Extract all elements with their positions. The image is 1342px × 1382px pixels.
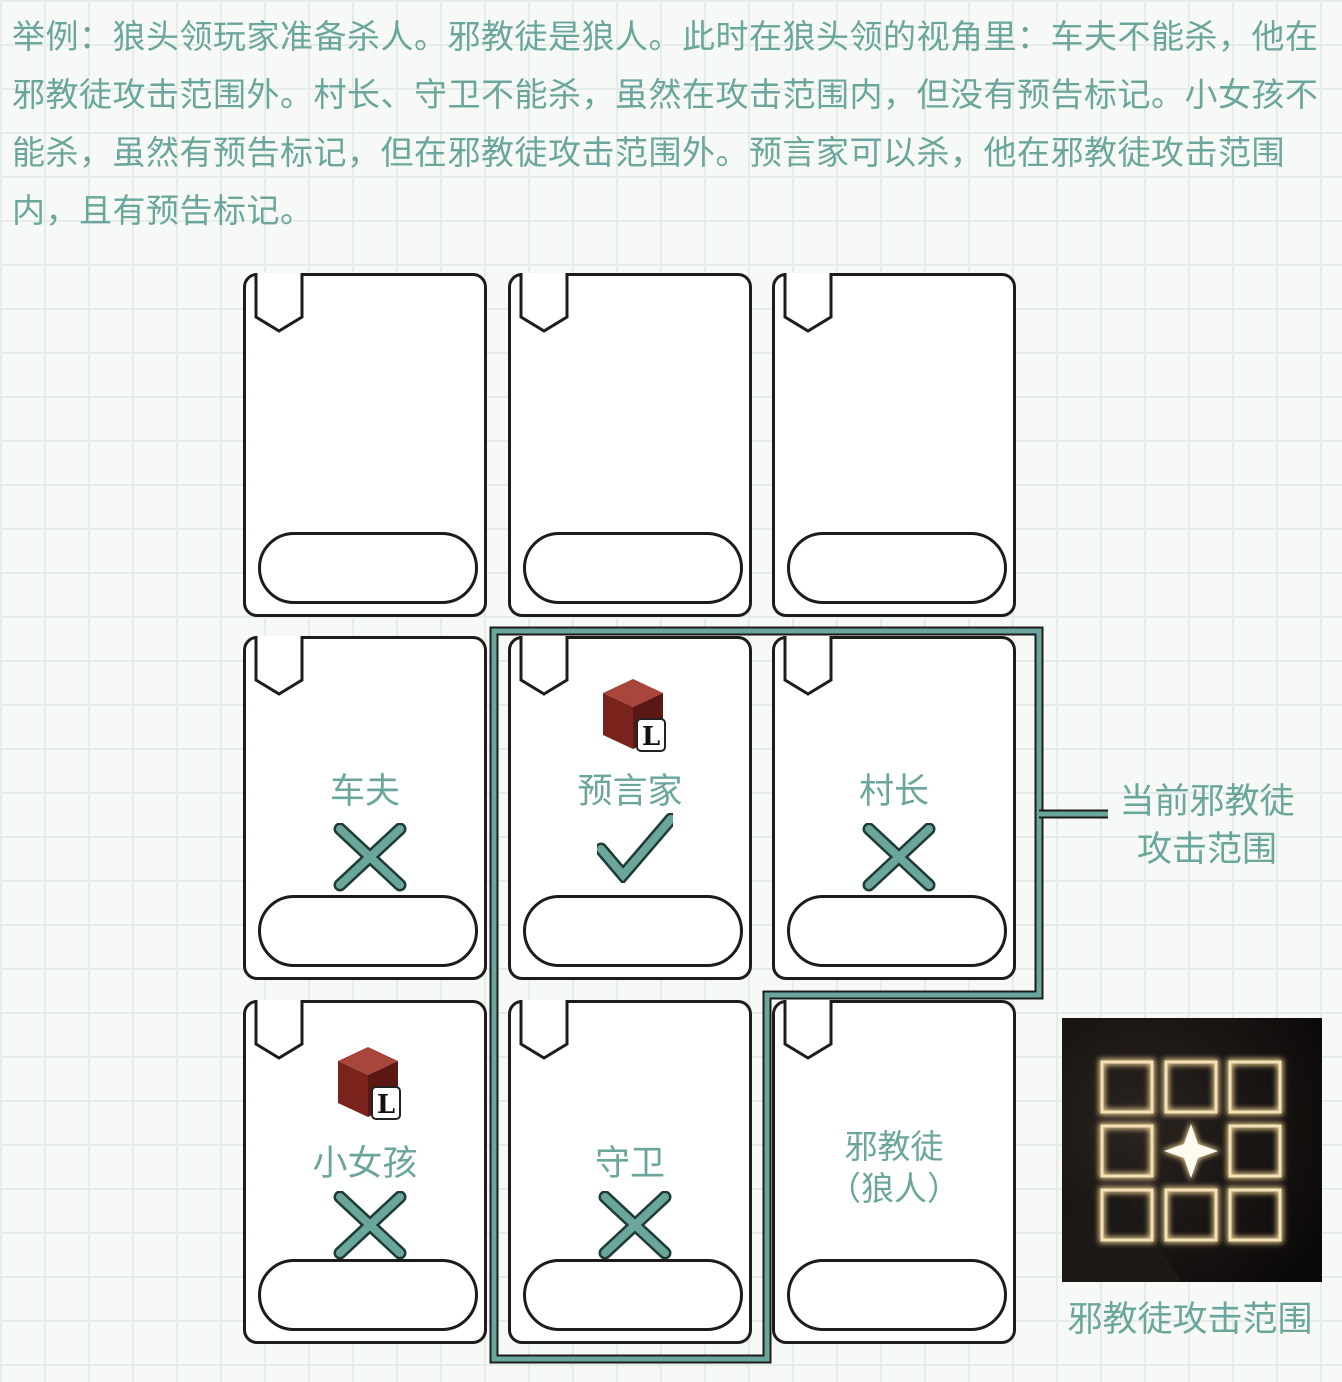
role-label: 车夫 (329, 772, 400, 812)
card-r1c1 (243, 273, 487, 617)
card-name-slot (258, 1259, 478, 1331)
card-name-slot (787, 895, 1007, 967)
card-name-slot (787, 1259, 1007, 1331)
card-name-slot (258, 895, 478, 967)
card-coachman: 车夫 (243, 636, 487, 980)
role-label: 预言家 (577, 772, 683, 812)
card-tab-icon (519, 1000, 569, 1060)
card-seer: L 预言家 (508, 636, 752, 980)
card-tab-icon (254, 636, 304, 696)
role-sublabel: （狼人） (828, 1169, 960, 1208)
attack-range-label: 当前邪教徒攻击范围 (1119, 782, 1295, 870)
role-label: 小女孩 (312, 1144, 418, 1184)
role-label: 邪教徒 (844, 1127, 944, 1166)
cultist-range-preview (1062, 1018, 1322, 1282)
prophecy-mark-icon: L (603, 679, 666, 752)
role-label: 守卫 (594, 1144, 665, 1184)
svg-text:L: L (377, 1090, 395, 1120)
card-r1c2 (508, 273, 752, 617)
card-name-slot (523, 532, 743, 604)
card-r1c3 (772, 273, 1016, 617)
card-mayor: 村长 (772, 636, 1016, 980)
check-icon (597, 813, 673, 883)
cross-icon (598, 1191, 672, 1260)
range-preview-caption: 邪教徒攻击范围 (1067, 1300, 1313, 1340)
card-tab-icon (783, 1000, 833, 1060)
card-guard: 守卫 (508, 1000, 752, 1344)
prophecy-mark-icon: L (338, 1047, 401, 1120)
role-label: 村长 (858, 772, 929, 812)
card-name-slot (258, 532, 478, 604)
card-tab-icon (254, 273, 304, 333)
cross-icon (333, 823, 407, 892)
card-tab-icon (519, 273, 569, 333)
svg-text:L: L (642, 722, 660, 752)
cross-icon (333, 1191, 407, 1260)
example-description: 举例：狼头领玩家准备杀人。邪教徒是狼人。此时在狼头领的视角里：车夫不能杀，他在邪… (12, 17, 1319, 230)
card-tab-icon (254, 1000, 304, 1060)
card-tab-icon (783, 273, 833, 333)
card-name-slot (523, 895, 743, 967)
card-little-girl: L 小女孩 (243, 1000, 487, 1344)
card-name-slot (787, 532, 1007, 604)
card-tab-icon (783, 636, 833, 696)
card-name-slot (523, 1259, 743, 1331)
cross-icon (862, 823, 936, 892)
range-grid-icon (1062, 1018, 1322, 1282)
card-tab-icon (519, 636, 569, 696)
card-cultist: 邪教徒 （狼人） (772, 1000, 1016, 1344)
